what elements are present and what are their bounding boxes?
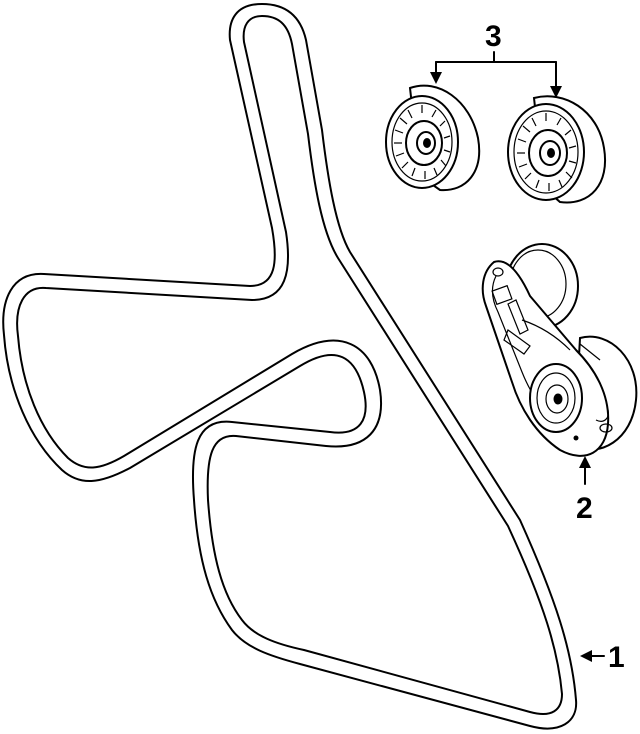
belt-tensioner[interactable] bbox=[481, 243, 638, 457]
pulley-ribs-right bbox=[517, 113, 577, 191]
callout-1: 1 bbox=[580, 641, 625, 674]
callout-2: 2 bbox=[576, 456, 593, 525]
tensioner-arm-detail bbox=[491, 267, 613, 441]
serpentine-belt[interactable] bbox=[2, 3, 578, 730]
arrowhead-icon bbox=[430, 72, 442, 84]
callout-3-label: 3 bbox=[485, 20, 502, 53]
callout-3: 3 bbox=[430, 20, 562, 98]
arrowhead-icon bbox=[550, 86, 562, 98]
pulley-ribs-left bbox=[394, 105, 451, 179]
idler-pulley-left[interactable] bbox=[385, 84, 481, 192]
callout-2-label: 2 bbox=[576, 492, 593, 525]
arrowhead-icon bbox=[579, 456, 591, 468]
idler-pulley-right[interactable] bbox=[507, 95, 607, 204]
arrowhead-icon bbox=[580, 650, 592, 662]
callout-1-label: 1 bbox=[608, 641, 625, 674]
